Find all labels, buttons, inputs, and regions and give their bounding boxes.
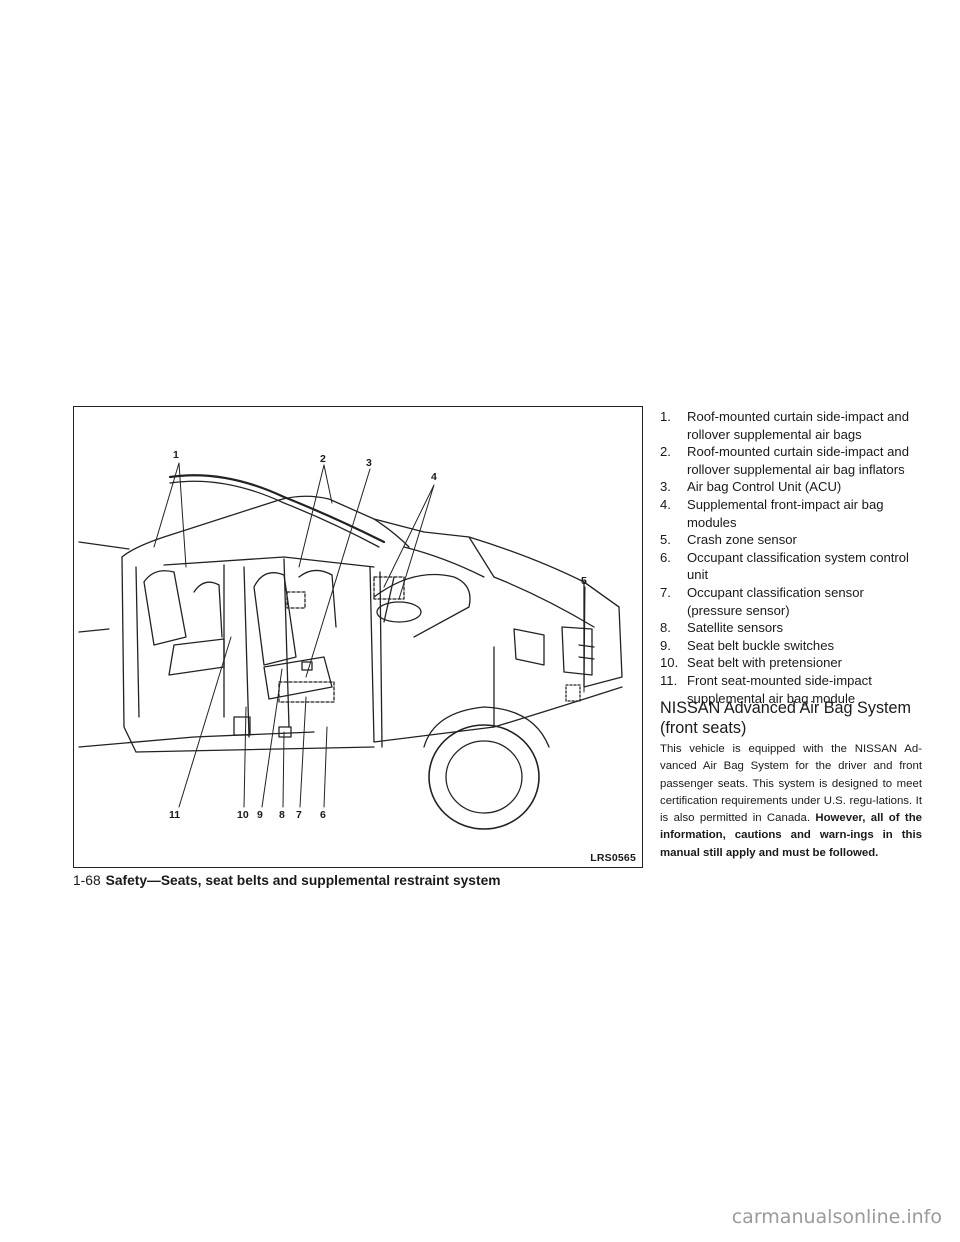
list-item: 1. Roof-mounted curtain side-impact and r… xyxy=(660,408,922,443)
list-item-text: Roof-mounted curtain side-impact and rol… xyxy=(687,409,909,442)
watermark: carmanualsonline.info xyxy=(731,1206,942,1228)
list-item-text: Roof-mounted curtain side-impact and rol… xyxy=(687,444,909,477)
list-item: 11. Front seat-mounted side-impact supple… xyxy=(660,672,922,707)
list-item-number: 8. xyxy=(660,620,671,636)
list-item-number: 6. xyxy=(660,549,671,565)
callout-2: 2 xyxy=(320,453,326,465)
paragraph-text: This vehicle is equipped with the NISSAN… xyxy=(660,743,922,825)
list-item-number: 11. xyxy=(660,672,678,688)
list-item-number: 3. xyxy=(660,479,671,495)
list-item-text: Front seat-mounted side-impact supplemen… xyxy=(687,672,872,706)
callout-3: 3 xyxy=(366,457,372,469)
list-item: 6. Occupant classification system control… xyxy=(660,549,922,584)
list-item: 2. Roof-mounted curtain side-impact and r… xyxy=(660,443,922,478)
list-item: 7. Occupant classification sensor (pressu… xyxy=(660,584,922,619)
callout-10: 10 xyxy=(237,809,249,821)
list-item-number: 9. xyxy=(660,637,671,653)
callout-8: 8 xyxy=(279,809,285,821)
vehicle-illustration xyxy=(78,462,623,830)
list-item-text: Seat belt buckle switches xyxy=(687,637,835,653)
callout-1: 1 xyxy=(173,449,179,461)
list-item-text: Satellite sensors xyxy=(687,620,784,636)
list-item-text: Seat belt with pretensioner xyxy=(687,655,843,671)
callout-9: 9 xyxy=(257,809,263,821)
paragraph-bold-text: However, all of the information, caution… xyxy=(660,812,922,859)
list-item-number: 1. xyxy=(660,409,671,424)
section-heading: NISSAN Advanced Air Bag System (front se… xyxy=(660,699,912,737)
list-item: 4. Supplemental front-impact air bag modu… xyxy=(660,496,922,531)
callout-4: 4 xyxy=(431,471,437,483)
page-number: 1-68 xyxy=(73,873,101,888)
list-item-number: 4. xyxy=(660,496,671,512)
callout-5: 5 xyxy=(581,575,587,587)
page-footer: 1-68 Safety—Seats, seat belts and supplem… xyxy=(73,873,501,888)
list-item: 10. Seat belt with pretensioner xyxy=(660,654,922,672)
list-item-number: 7. xyxy=(660,584,671,600)
figure-code: LRS0565 xyxy=(590,852,636,864)
list-item: 9. Seat belt buckle switches xyxy=(660,637,922,655)
vehicle-airbag-diagram: 1 2 3 4 5 11 10 9 8 7 6 LRS0565 xyxy=(73,406,643,868)
list-item-number: 5. xyxy=(660,532,671,548)
section-title: Safety—Seats, seat belts and supplementa… xyxy=(105,873,501,888)
list-item-number: 10. xyxy=(660,655,679,671)
list-item: 3. Air bag Control Unit (ACU) xyxy=(660,478,922,496)
list-item-text: Occupant classification sensor (pressure… xyxy=(687,584,864,618)
callout-7: 7 xyxy=(296,809,302,821)
list-item: 8. Satellite sensors xyxy=(660,619,922,637)
list-item-text: Occupant classification system control u… xyxy=(687,549,909,583)
list-item-text: Supplemental front-impact air bag module… xyxy=(687,496,884,530)
body-paragraph: This vehicle is equipped with the NISSAN… xyxy=(660,741,922,862)
component-list: 1. Roof-mounted curtain side-impact and r… xyxy=(660,408,922,707)
list-item-number: 2. xyxy=(660,444,671,460)
list-item-text: Crash zone sensor xyxy=(687,532,797,548)
list-item-text: Air bag Control Unit (ACU) xyxy=(687,479,842,495)
callout-11: 11 xyxy=(169,809,181,821)
callout-6: 6 xyxy=(320,809,326,821)
list-item: 5. Crash zone sensor xyxy=(660,531,922,549)
